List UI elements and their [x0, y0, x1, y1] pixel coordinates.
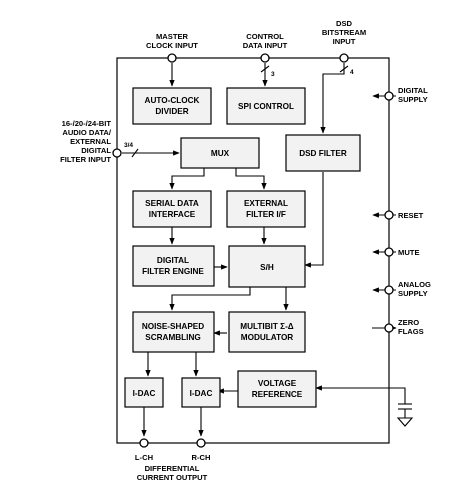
- block-i-dac-left: I-DAC: [124, 377, 164, 408]
- pin-digital-supply: [384, 91, 394, 101]
- voltage-reference-line1: VOLTAGE: [258, 379, 297, 388]
- analog-supply-line1: ANALOG: [398, 280, 431, 289]
- dsd-filter-label: DSD FILTER: [299, 149, 347, 158]
- pin-reset: [384, 210, 394, 220]
- pin-control-data: [260, 53, 270, 63]
- serial-data-interface-line1: SERIAL DATA: [145, 199, 199, 208]
- external-filter-if-line1: EXTERNAL: [244, 199, 288, 208]
- pin-master-clock: [167, 53, 177, 63]
- digital-filter-engine-line2: FILTER ENGINE: [142, 267, 204, 276]
- noise-shaped-scrambling-line1: NOISE-SHAPED: [142, 322, 204, 331]
- digital-filter-engine-line1: DIGITAL: [157, 256, 189, 265]
- s-h-label: S/H: [260, 263, 274, 272]
- label-master-clock-input: MASTER CLOCK INPUT: [146, 32, 198, 50]
- pin-r-ch: [196, 438, 206, 448]
- i-dac-right-label: I-DAC: [190, 389, 213, 398]
- label-zero-flags: ZERO FLAGS: [398, 318, 424, 336]
- mux-label: MUX: [211, 149, 230, 158]
- block-digital-filter-engine: DIGITAL FILTER ENGINE: [132, 245, 215, 287]
- wire-sh-nss: [169, 287, 251, 311]
- pin-analog-supply: [384, 285, 394, 295]
- block-multibit-modulator: MULTIBIT Σ-Δ MODULATOR: [228, 311, 306, 353]
- block-spi-control: SPI CONTROL: [226, 87, 306, 125]
- label-dsd-bitstream-input: DSD BITSTREAM INPUT: [322, 19, 366, 46]
- zero-flags-line2: FLAGS: [398, 327, 424, 336]
- bus-width-control: 3: [271, 71, 275, 78]
- auto-clock-divider-line2: DIVIDER: [155, 107, 188, 116]
- bus-width-audio: 3/4: [124, 142, 133, 149]
- block-auto-clock-divider: AUTO-CLOCK DIVIDER: [132, 87, 212, 125]
- block-serial-data-interface: SERIAL DATA INTERFACE: [132, 190, 212, 228]
- digital-supply-line2: SUPPLY: [398, 95, 428, 104]
- master-clock-line2: CLOCK INPUT: [146, 41, 198, 50]
- wire-dsd-bitstream: [320, 63, 345, 134]
- analog-supply-line2: SUPPLY: [398, 289, 428, 298]
- pin-dsd-bitstream: [339, 53, 349, 63]
- auto-clock-divider-line1: AUTO-CLOCK: [145, 96, 200, 105]
- spi-control-label: SPI CONTROL: [238, 102, 294, 111]
- block-dsd-filter: DSD FILTER: [285, 134, 361, 172]
- master-clock-line1: MASTER: [156, 32, 189, 41]
- bus-width-dsd: 4: [350, 69, 354, 76]
- label-l-ch: L-CH: [135, 453, 153, 462]
- pin-l-ch: [139, 438, 149, 448]
- audio-data-line3: EXTERNAL: [70, 137, 111, 146]
- pin-audio-data: [112, 148, 122, 158]
- dsd-bitstream-line1: DSD: [336, 19, 353, 28]
- differential-line2: CURRENT OUTPUT: [137, 473, 208, 482]
- bus-tick-control: [260, 65, 270, 73]
- label-audio-data-input: 16-/20-/24-BIT AUDIO DATA/ EXTERNAL DIGI…: [60, 119, 112, 164]
- block-mux: MUX: [180, 137, 260, 169]
- audio-data-line1: 16-/20-/24-BIT: [62, 119, 112, 128]
- label-digital-supply: DIGITAL SUPPLY: [398, 86, 428, 104]
- multibit-modulator-line1: MULTIBIT Σ-Δ: [240, 322, 294, 331]
- differential-line1: DIFFERENTIAL: [145, 464, 200, 473]
- audio-data-line5: FILTER INPUT: [60, 155, 111, 164]
- noise-shaped-scrambling-line2: SCRAMBLING: [145, 333, 201, 342]
- bus-tick-audio: [131, 148, 139, 158]
- block-s-h: S/H: [228, 245, 306, 288]
- pin-zero-flags: [384, 323, 394, 333]
- voltage-reference-line2: REFERENCE: [252, 390, 303, 399]
- dsd-bitstream-line2: BITSTREAM: [322, 28, 366, 37]
- pin-mute: [384, 247, 394, 257]
- label-differential-output: DIFFERENTIAL CURRENT OUTPUT: [137, 464, 208, 482]
- control-data-line1: CONTROL: [246, 32, 284, 41]
- label-analog-supply: ANALOG SUPPLY: [398, 280, 431, 298]
- digital-supply-line1: DIGITAL: [398, 86, 428, 95]
- wire-mux-serial: [169, 168, 205, 190]
- zero-flags-line1: ZERO: [398, 318, 419, 327]
- wire-dsdfilter-sh: [304, 172, 324, 268]
- wire-vref-external: [315, 385, 406, 404]
- control-data-line2: DATA INPUT: [243, 41, 288, 50]
- audio-data-line2: AUDIO DATA/: [62, 128, 112, 137]
- label-r-ch: R-CH: [192, 453, 211, 462]
- block-i-dac-right: I-DAC: [181, 377, 221, 408]
- capacitor-ground-icon: [396, 403, 414, 427]
- i-dac-left-label: I-DAC: [133, 389, 156, 398]
- label-reset: RESET: [398, 211, 424, 220]
- serial-data-interface-line2: INTERFACE: [149, 210, 196, 219]
- wire-mux-external: [235, 168, 267, 190]
- dsd-bitstream-line3: INPUT: [333, 37, 356, 46]
- label-control-data-input: CONTROL DATA INPUT: [243, 32, 288, 50]
- bus-tick-dsd: [339, 65, 349, 73]
- audio-data-line4: DIGITAL: [81, 146, 111, 155]
- block-voltage-reference: VOLTAGE REFERENCE: [237, 370, 317, 408]
- block-external-filter-if: EXTERNAL FILTER I/F: [226, 190, 306, 228]
- block-noise-shaped-scrambling: NOISE-SHAPED SCRAMBLING: [132, 311, 215, 353]
- label-mute: MUTE: [398, 248, 420, 257]
- external-filter-if-line2: FILTER I/F: [246, 210, 286, 219]
- multibit-modulator-line2: MODULATOR: [241, 333, 294, 342]
